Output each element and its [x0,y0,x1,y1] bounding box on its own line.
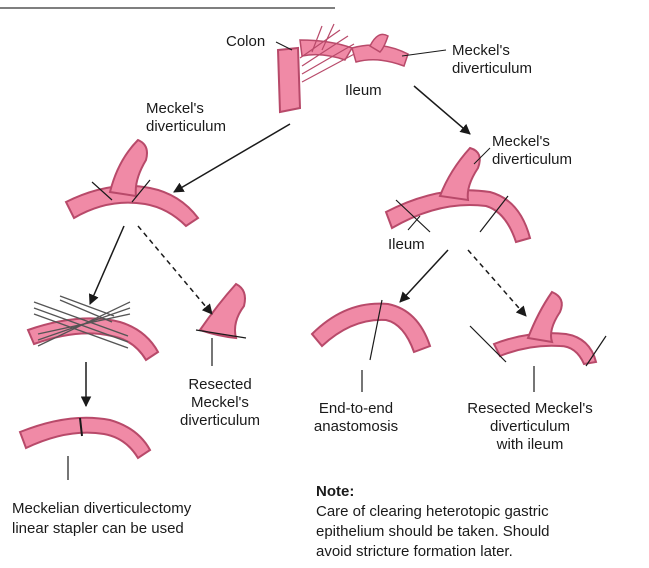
label-resected-line1: Resected [172,376,268,394]
label-right-meckel-line1: Meckel's [492,133,550,151]
label-stapler-line2: linear stapler can be used [12,520,184,538]
label-resected-ileum-line1: Resected Meckel's [440,400,620,418]
stapler-step [28,296,158,360]
label-right-meckel-line2: diverticulum [492,151,572,169]
end-to-end-anastomosis [312,300,430,392]
label-ileum-right: Ileum [388,236,425,254]
label-resected-ileum-line2: diverticulum [440,418,620,436]
label-top-meckel-line2: diverticulum [452,60,532,78]
stapler-result [20,418,150,480]
arrow-right-to-resected-ileum [468,250,526,316]
label-resected-line2: Meckel's [172,394,268,412]
leader-top-meckel [402,50,446,56]
note-line2: epithelium should be taken. Should [316,523,550,541]
label-end-to-end-line2: anastomosis [300,418,412,436]
label-top-meckel-line1: Meckel's [452,42,510,60]
resected-meckel-left [196,284,246,366]
label-ileum-top: Ileum [345,82,382,100]
arrow-left-to-resected [138,226,212,314]
label-end-to-end-line1: End-to-end [300,400,412,418]
label-resected-line3: diverticulum [166,412,274,430]
arrow-to-right [414,86,470,134]
overview-anatomy [278,24,408,112]
resected-meckel-with-ileum [470,292,606,392]
arrow-right-to-anastomosis [400,250,448,302]
label-colon: Colon [226,33,265,51]
arrow-left-to-stapler [90,226,124,304]
note-title: Note: [316,483,354,501]
label-left-meckel-line2: diverticulum [146,118,226,136]
label-resected-ileum-line3: with ileum [440,436,620,454]
left-ileum-meckel [66,140,198,226]
label-stapler-line1: Meckelian diverticulectomy [12,500,191,518]
label-left-meckel-line1: Meckel's [146,100,204,118]
note-line1: Care of clearing heterotopic gastric [316,503,549,521]
note-line3: avoid stricture formation later. [316,543,513,561]
